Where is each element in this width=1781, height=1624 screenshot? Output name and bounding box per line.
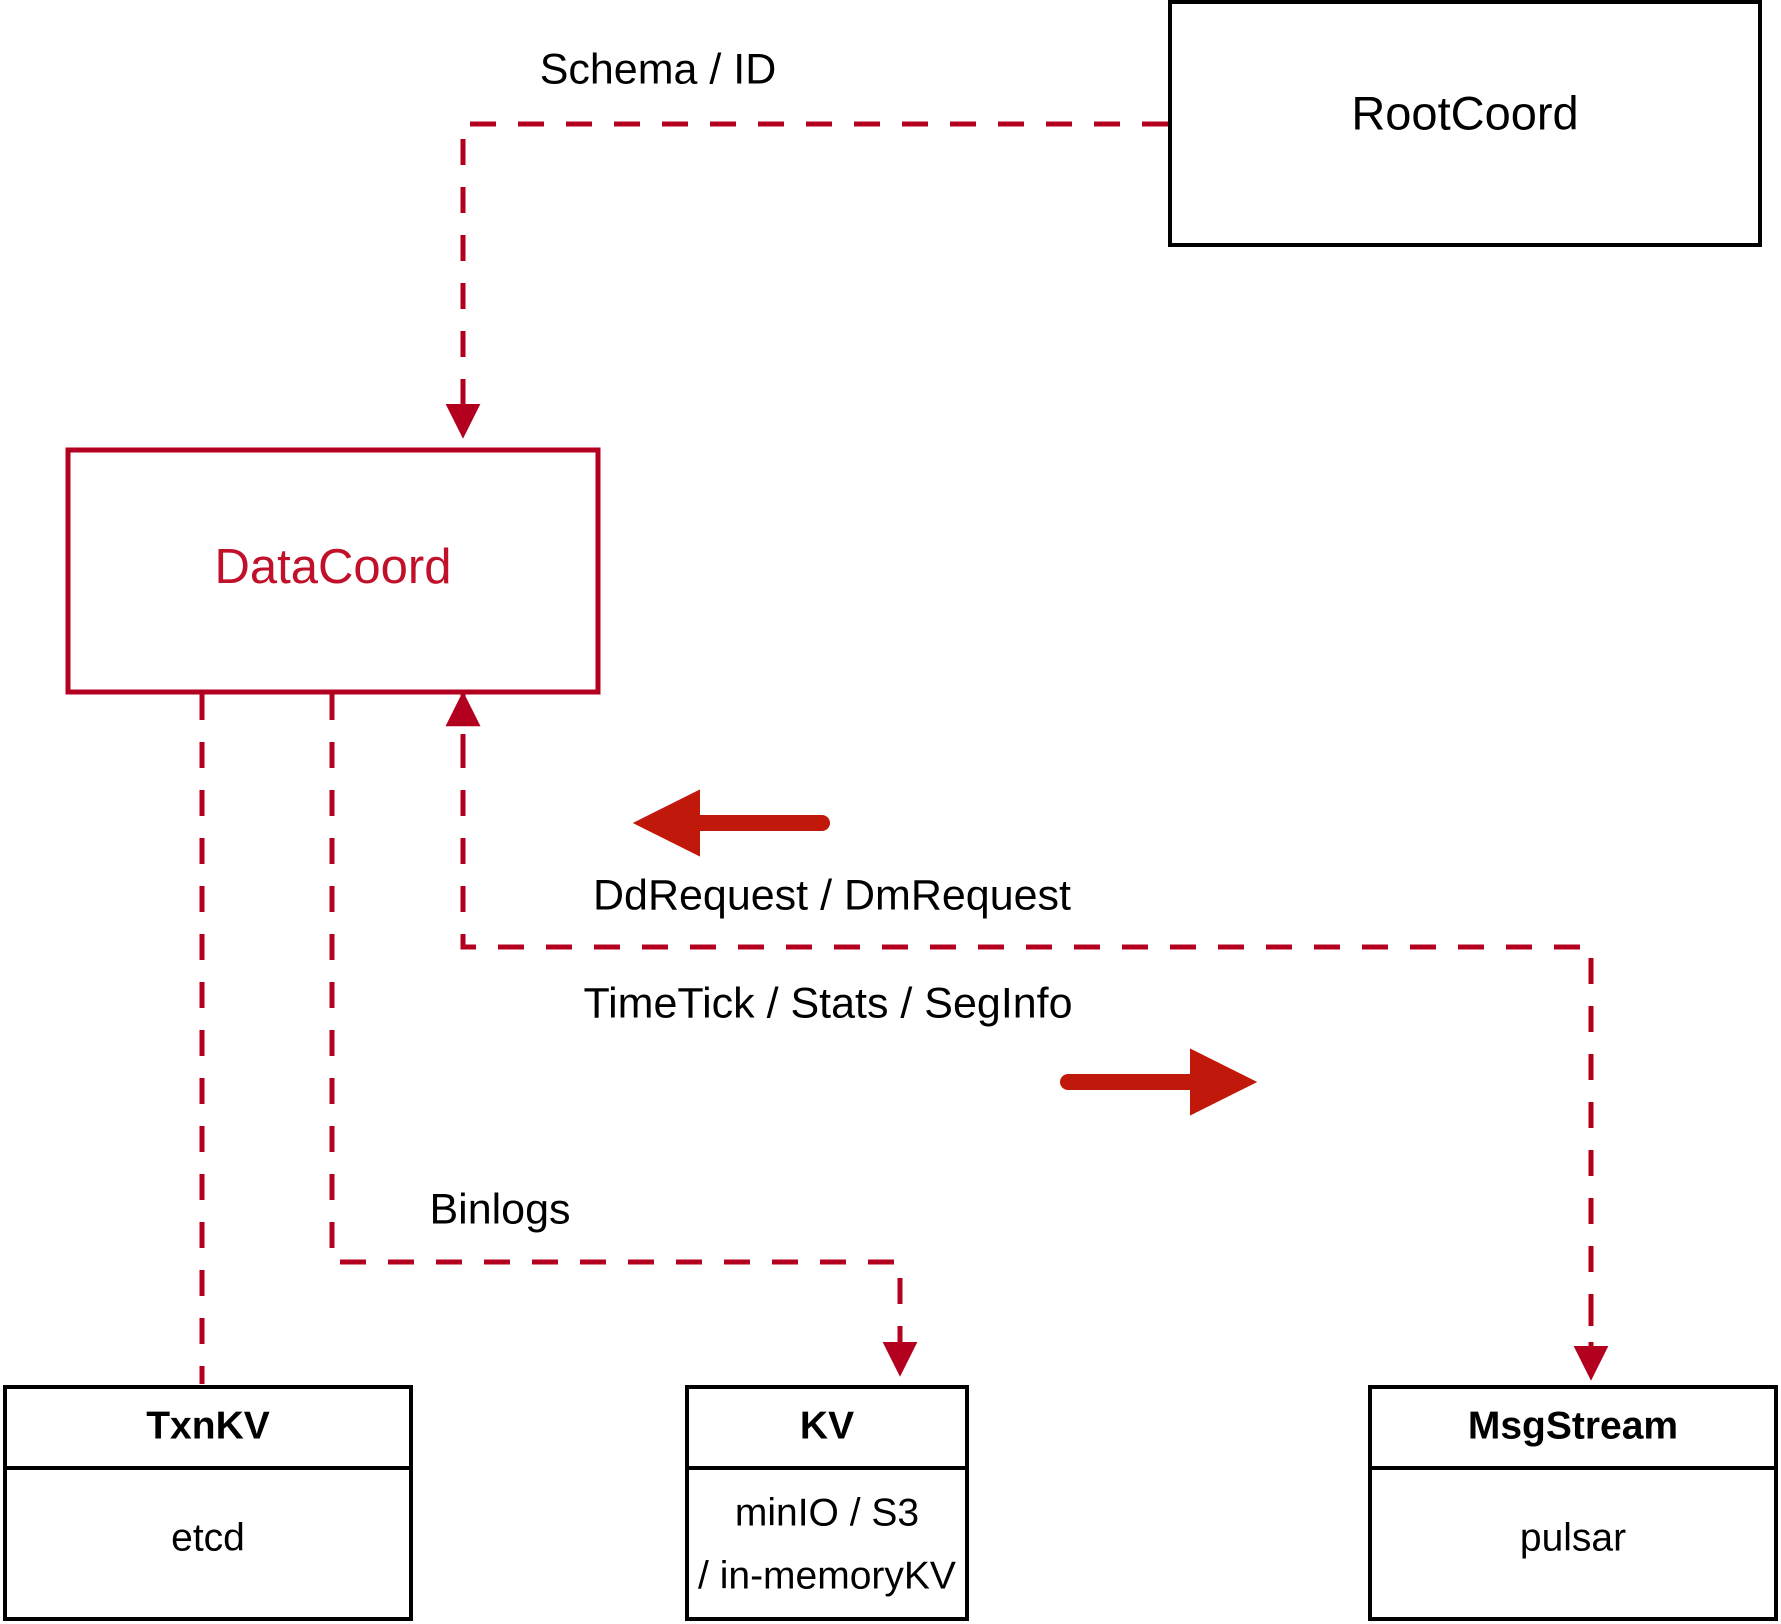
node-msgstream-box[interactable]	[1368, 1385, 1778, 1621]
node-datacoord[interactable]: DataCoord	[65, 447, 601, 695]
edge-msgstream-rail-path	[460, 694, 1594, 1368]
node-kv-body-line2: / in-memoryKV	[698, 1554, 956, 1597]
node-rootcoord-box[interactable]	[1168, 0, 1762, 247]
node-txnkv[interactable]: TxnKV etcd	[3, 1385, 413, 1621]
edge-label-schema-id: Schema / ID	[540, 45, 777, 93]
node-datacoord-box[interactable]	[65, 447, 601, 695]
node-txnkv-body: etcd	[171, 1516, 245, 1559]
node-msgstream-body: pulsar	[1520, 1516, 1626, 1559]
node-kv-box[interactable]	[685, 1385, 969, 1621]
node-kv-body-line1: minIO / S3	[735, 1491, 919, 1534]
node-txnkv-header: TxnKV	[146, 1404, 270, 1447]
edge-label-timetick-stats-seginfo: TimeTick / Stats / SegInfo	[583, 979, 1072, 1027]
edge-schema-id: Schema / ID	[445, 45, 1168, 439]
edge-msgstream-rail	[445, 691, 1609, 1381]
node-datacoord-label: DataCoord	[215, 540, 452, 594]
node-msgstream-header: MsgStream	[1468, 1404, 1678, 1447]
direction-arrow-ddrequest: DdRequest / DmRequest	[593, 789, 1071, 919]
edge-label-ddrequest-dmrequest: DdRequest / DmRequest	[593, 871, 1071, 919]
node-kv[interactable]: KV minIO / S3 / in-memoryKV	[685, 1385, 969, 1621]
edge-binlogs: Binlogs	[329, 694, 918, 1377]
edge-binlogs-path	[329, 694, 918, 1377]
node-rootcoord-label: RootCoord	[1351, 86, 1578, 139]
node-kv-header: KV	[800, 1404, 854, 1447]
node-rootcoord[interactable]: RootCoord	[1168, 0, 1762, 247]
direction-arrow-timetick: TimeTick / Stats / SegInfo	[583, 979, 1258, 1116]
edge-label-binlogs: Binlogs	[429, 1185, 570, 1233]
node-msgstream[interactable]: MsgStream pulsar	[1368, 1385, 1778, 1621]
edge-schema-id-path	[445, 121, 1168, 439]
node-txnkv-box[interactable]	[3, 1385, 413, 1621]
